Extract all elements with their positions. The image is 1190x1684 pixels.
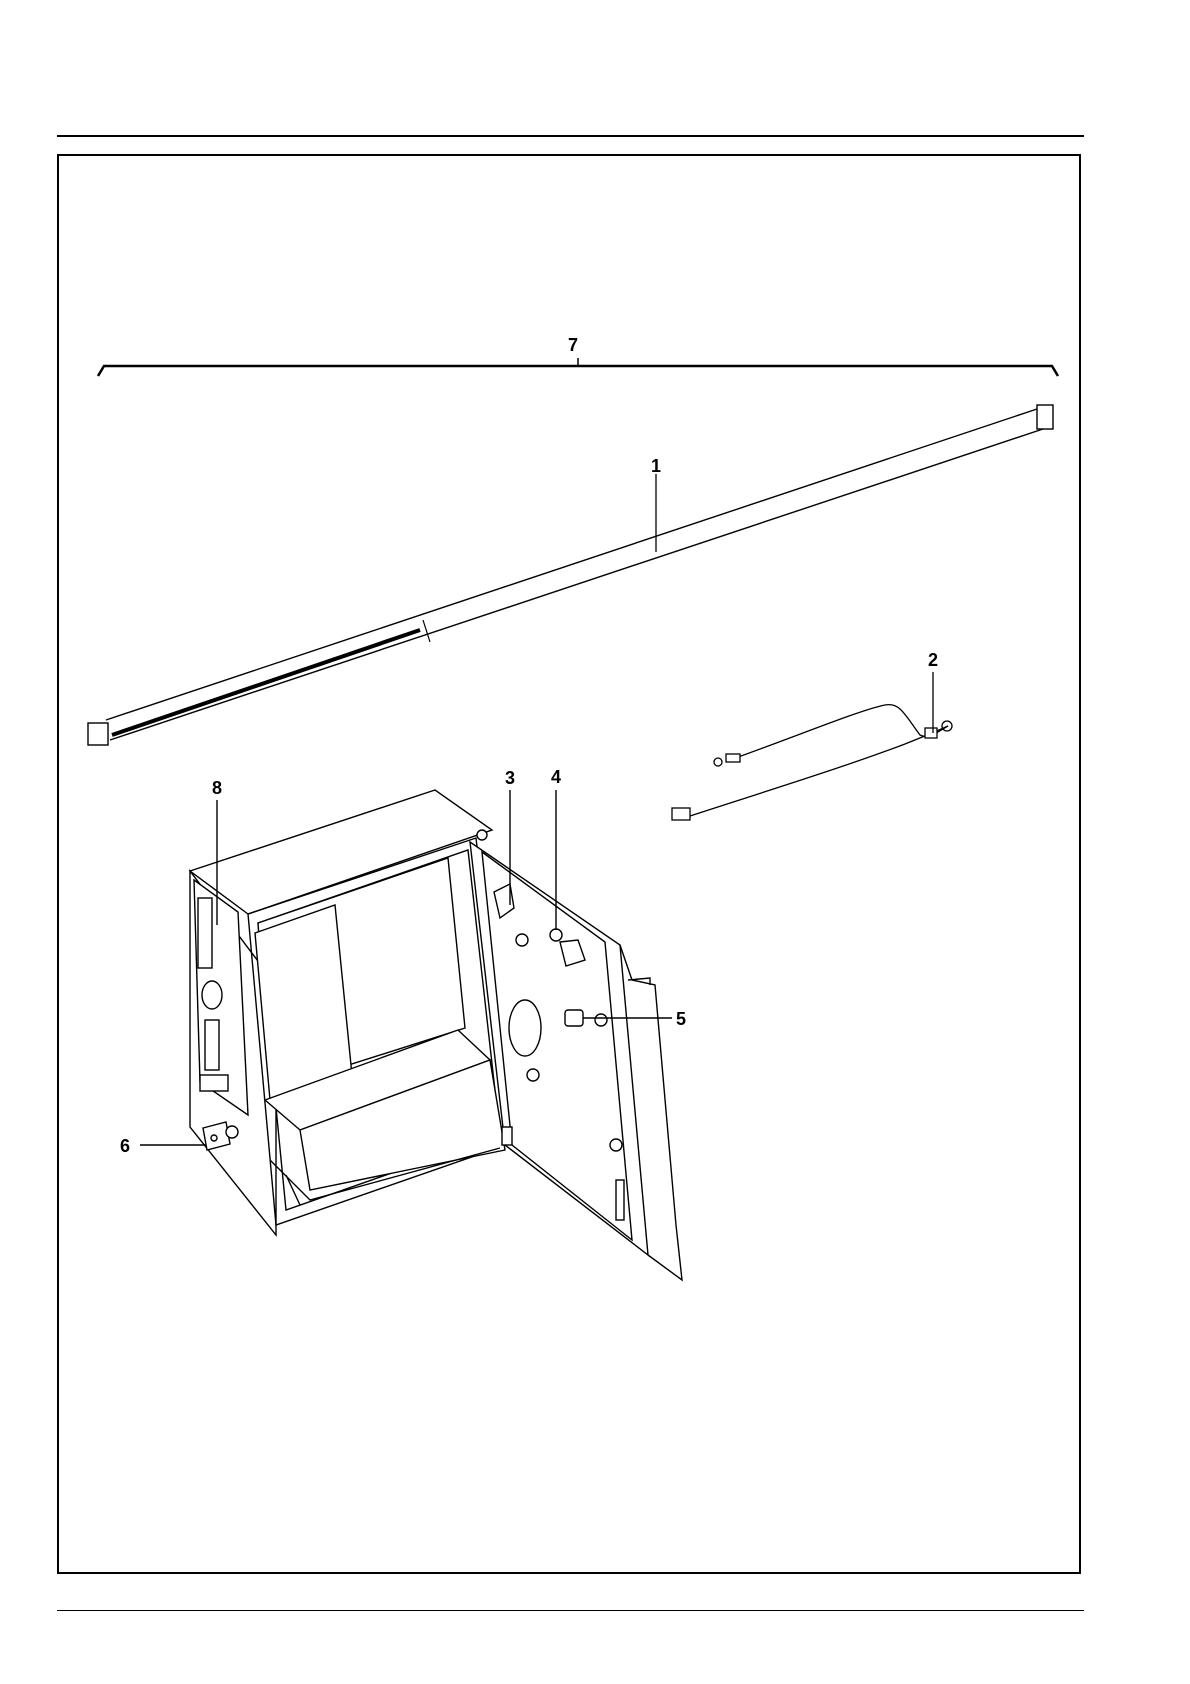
callout-5: 5 — [676, 1009, 686, 1029]
callout-2: 2 — [928, 650, 938, 670]
callout-7: 7 — [568, 335, 578, 355]
cabinet-box — [190, 790, 512, 1235]
callout-1: 1 — [651, 456, 661, 476]
callout-4: 4 — [551, 767, 561, 787]
callout-6: 6 — [120, 1136, 130, 1156]
tube-part — [88, 405, 1053, 745]
callout-8: 8 — [212, 778, 222, 798]
wire-harness-part — [672, 672, 952, 820]
callout-3: 3 — [505, 768, 515, 788]
clip-part — [494, 790, 514, 918]
assembly-bracket — [98, 358, 1058, 376]
key-part — [140, 1122, 238, 1150]
